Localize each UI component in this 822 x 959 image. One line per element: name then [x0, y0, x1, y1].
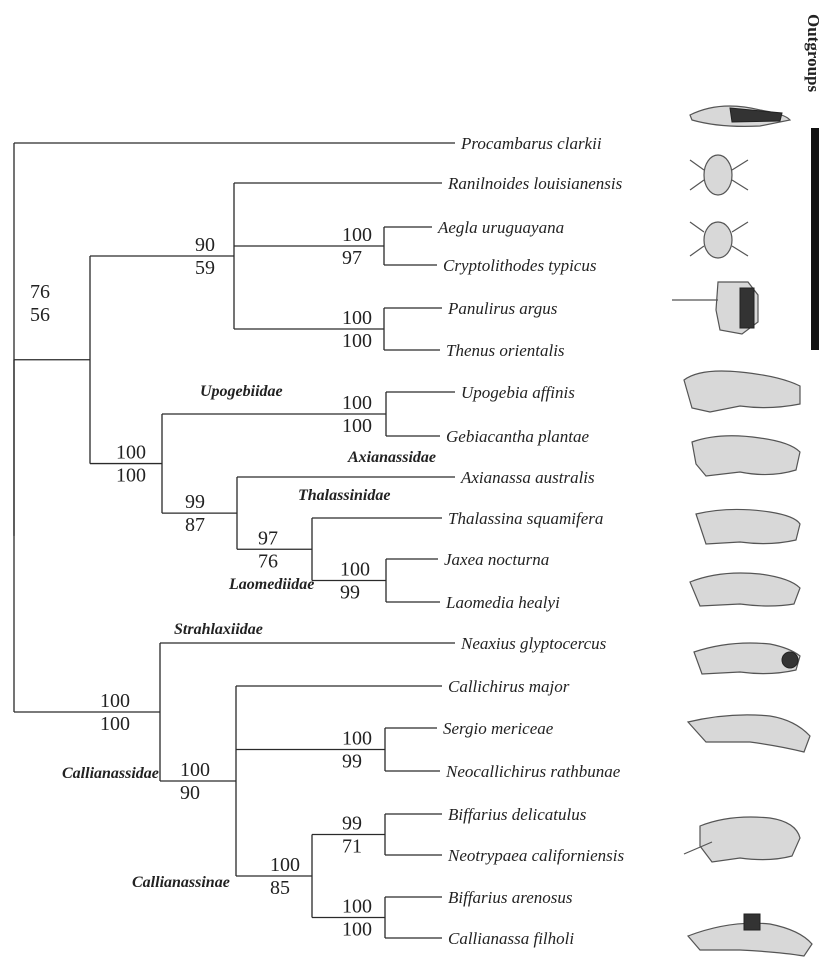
support-top-n_axiidea: 100	[100, 690, 130, 712]
family-label-strahlaxiidae: Strahlaxiidae	[174, 621, 263, 638]
support-bottom-n_outgroup: 59	[195, 257, 215, 279]
taxon-label: Callichirus major	[448, 677, 570, 696]
family-label-upogebiidae: Upogebiidae	[200, 383, 283, 400]
taxon-label: Gebiacantha plantae	[446, 427, 590, 446]
taxon-label: Thenus orientalis	[446, 341, 565, 360]
family-label-callianassinae: Callianassinae	[132, 874, 230, 891]
support-bottom-n_thal_laom: 76	[258, 550, 278, 572]
support-bottom-n_biffarius_a: 100	[342, 919, 372, 941]
outgroup-label: Outgroups	[804, 14, 822, 92]
support-bottom-n_upogebiidae: 100	[342, 415, 372, 437]
taxon-label: Axianassa australis	[460, 468, 595, 487]
support-top-n_palinurid: 100	[342, 307, 372, 329]
taxon-label: Neocallichirus rathbunae	[445, 762, 621, 781]
support-top-n_thal_laom: 97	[258, 527, 278, 549]
ghost-shrimp-illustration-2	[684, 817, 800, 862]
taxon-label: Upogebia affinis	[461, 383, 575, 402]
support-bottom-n_biffarius_d: 71	[342, 836, 362, 858]
mud-shrimp-illustration-1	[684, 371, 800, 412]
taxon-label: Aegla uruguayana	[437, 218, 564, 237]
support-top-n_upogebiidae: 100	[342, 392, 372, 414]
support-top-n_biffarius_d: 99	[342, 813, 362, 835]
crab-illustration-1	[690, 155, 748, 195]
support-top-n_biffarius_a: 100	[342, 896, 372, 918]
taxon-label: Ranilnoides louisianensis	[447, 174, 623, 193]
taxon-label: Cryptolithodes typicus	[443, 256, 597, 275]
support-top-n_aegla: 100	[342, 224, 372, 246]
outgroup-bar	[811, 128, 819, 350]
lobster-illustration	[672, 282, 758, 334]
support-bottom-n_aegla: 97	[342, 247, 362, 269]
support-top-n_gebiidea: 100	[116, 442, 146, 464]
ghost-shrimp-illustration-1	[688, 715, 810, 752]
taxon-label: Callianassa filholi	[448, 929, 574, 948]
support-top-n_axian_thal: 99	[185, 491, 205, 513]
support-bottom-n_sergio: 99	[342, 751, 362, 773]
support-bottom-n_callianassidae: 90	[180, 782, 200, 804]
taxon-label: Laomedia healyi	[445, 593, 560, 612]
taxon-label: Biffarius delicatulus	[448, 805, 587, 824]
taxon-label: Procambarus clarkii	[460, 134, 602, 153]
support-bottom-n_root: 56	[30, 304, 50, 326]
mud-shrimp-illustration-5	[694, 643, 800, 674]
family-label-callianassidae: Callianassidae	[62, 765, 159, 782]
family-label-laomediidae: Laomediidae	[228, 576, 314, 593]
family-label-thalassinidae: Thalassinidae	[298, 487, 390, 504]
crayfish-illustration	[690, 106, 790, 126]
crab-illustration-2	[690, 222, 748, 258]
taxon-label: Jaxea nocturna	[444, 550, 549, 569]
support-top-n_sergio: 100	[342, 728, 372, 750]
taxon-label: Neaxius glyptocercus	[460, 634, 607, 653]
support-bottom-n_palinurid: 100	[342, 330, 372, 352]
support-top-n_callianassidae: 100	[180, 759, 210, 781]
taxon-label: Thalassina squamifera	[448, 509, 603, 528]
support-bottom-n_gebiidea: 100	[116, 465, 146, 487]
support-top-n_laomediidae: 100	[340, 559, 370, 581]
tree-branches	[14, 143, 455, 938]
taxon-label: Sergio mericeae	[443, 719, 554, 738]
support-bottom-n_axiidea: 100	[100, 713, 130, 735]
mud-shrimp-illustration-3	[696, 509, 800, 544]
mud-shrimp-illustration-2	[692, 436, 800, 476]
support-top-n_root: 76	[30, 281, 50, 303]
taxon-label: Panulirus argus	[447, 299, 558, 318]
mud-shrimp-illustration-4	[690, 573, 800, 606]
support-bottom-n_callianassinae: 85	[270, 877, 290, 899]
taxon-label: Biffarius arenosus	[448, 888, 573, 907]
support-bottom-n_laomediidae: 99	[340, 582, 360, 604]
taxon-label: Neotrypaea californiensis	[447, 846, 625, 865]
family-label-axianassidae: Axianassidae	[347, 449, 436, 466]
ghost-shrimp-illustration-3	[688, 914, 812, 956]
support-top-n_outgroup: 90	[195, 234, 215, 256]
support-top-n_callianassinae: 100	[270, 854, 300, 876]
support-bottom-n_axian_thal: 87	[185, 514, 205, 536]
